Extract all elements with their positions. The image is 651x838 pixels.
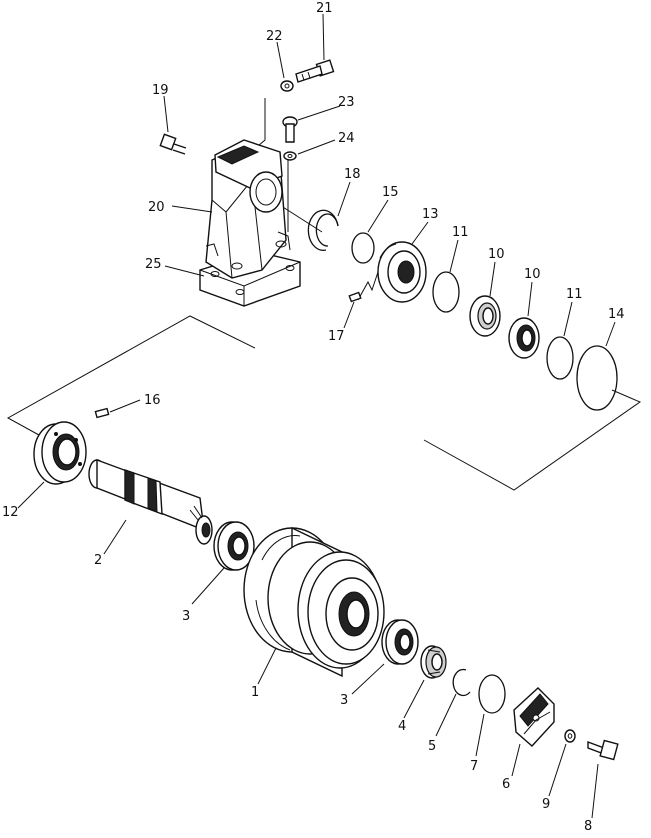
seal-13 <box>377 241 427 303</box>
label-11b: 11 <box>566 287 583 302</box>
snap-ring-5 <box>452 668 471 697</box>
shaft-2 <box>88 458 213 545</box>
washer-22 <box>280 80 294 92</box>
label-15: 15 <box>382 185 399 200</box>
label-4: 4 <box>398 719 406 734</box>
label-6: 6 <box>502 777 510 792</box>
o-ring-11-lower <box>546 336 574 380</box>
seal-10-a <box>469 295 501 337</box>
label-17: 17 <box>328 329 345 344</box>
label-19: 19 <box>152 83 169 98</box>
washer-9 <box>564 729 576 743</box>
label-11a: 11 <box>452 225 469 240</box>
assembly-guide-lines <box>6 98 642 491</box>
label-22: 22 <box>266 29 283 44</box>
label-25: 25 <box>145 257 162 272</box>
bolt-21 <box>295 59 335 83</box>
label-7: 7 <box>470 759 478 774</box>
bearing-3-left <box>213 521 255 571</box>
o-ring-11-upper <box>432 271 460 313</box>
label-12: 12 <box>2 505 19 520</box>
o-ring-15 <box>351 232 375 264</box>
cover-6 <box>513 687 555 747</box>
label-16: 16 <box>144 393 161 408</box>
support-bracket <box>199 139 301 307</box>
washer-24 <box>283 151 297 161</box>
pin-17 <box>348 291 362 303</box>
seal-10-b <box>508 317 540 359</box>
label-13: 13 <box>422 207 439 222</box>
nut-4 <box>420 645 447 679</box>
o-ring-7 <box>478 674 506 714</box>
label-2: 2 <box>94 553 102 568</box>
o-ring-14 <box>576 345 618 411</box>
label-10a: 10 <box>488 247 505 262</box>
label-9: 9 <box>542 797 550 812</box>
pin-16 <box>94 407 110 419</box>
label-21: 21 <box>316 1 333 16</box>
label-24: 24 <box>338 131 355 146</box>
snap-ring-18 <box>307 209 339 251</box>
label-3a: 3 <box>182 609 190 624</box>
bolt-8 <box>587 739 619 761</box>
label-18: 18 <box>344 167 361 182</box>
collar-12 <box>33 421 87 485</box>
label-1: 1 <box>251 685 259 700</box>
label-8: 8 <box>584 819 592 833</box>
label-5: 5 <box>428 739 436 754</box>
roller-1 <box>243 526 385 678</box>
label-3b: 3 <box>340 693 348 708</box>
label-10b: 10 <box>524 267 541 282</box>
leader-lines <box>17 13 616 819</box>
label-14: 14 <box>608 307 625 322</box>
bolt-23 <box>282 116 298 143</box>
part-labels: 21 22 23 24 19 20 25 18 15 13 11 10 10 1… <box>2 1 625 834</box>
bearing-3-right <box>381 619 419 665</box>
label-20: 20 <box>148 200 165 215</box>
bolt-19 <box>159 133 187 155</box>
label-23: 23 <box>338 95 355 110</box>
